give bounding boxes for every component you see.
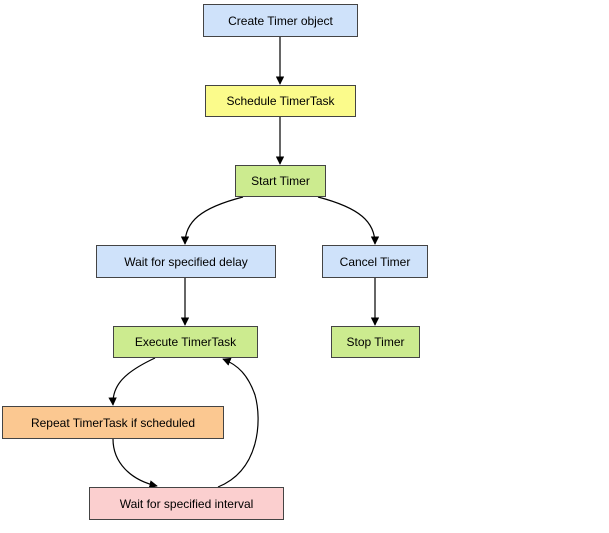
node-stop-timer: Stop Timer <box>331 326 420 358</box>
node-label: Stop Timer <box>346 335 405 349</box>
node-cancel-timer: Cancel Timer <box>322 245 428 278</box>
node-start-timer: Start Timer <box>235 165 326 197</box>
edge-start-to-cancel <box>317 196 380 245</box>
node-create-timer: Create Timer object <box>203 4 358 37</box>
edge-wait-interval-to-execute <box>217 357 259 488</box>
node-wait-delay: Wait for specified delay <box>96 245 276 278</box>
edge-execute-to-repeat <box>108 357 156 406</box>
edge-start-to-wait-delay <box>180 196 244 245</box>
edge-repeat-to-wait-interval <box>112 438 158 489</box>
node-label: Wait for specified delay <box>124 254 248 269</box>
node-repeat-task: Repeat TimerTask if scheduled <box>2 406 224 439</box>
node-label: Wait for specified interval <box>119 496 254 511</box>
node-wait-interval: Wait for specified interval <box>89 487 284 520</box>
node-schedule-task: Schedule TimerTask <box>205 85 356 117</box>
node-label: Start Timer <box>251 174 310 188</box>
node-label: Schedule TimerTask <box>226 94 335 108</box>
node-execute-task: Execute TimerTask <box>113 326 258 358</box>
node-label: Create Timer object <box>228 13 333 28</box>
node-label: Cancel Timer <box>339 254 411 269</box>
node-label: Repeat TimerTask if scheduled <box>30 415 196 430</box>
node-label: Execute TimerTask <box>134 335 237 349</box>
